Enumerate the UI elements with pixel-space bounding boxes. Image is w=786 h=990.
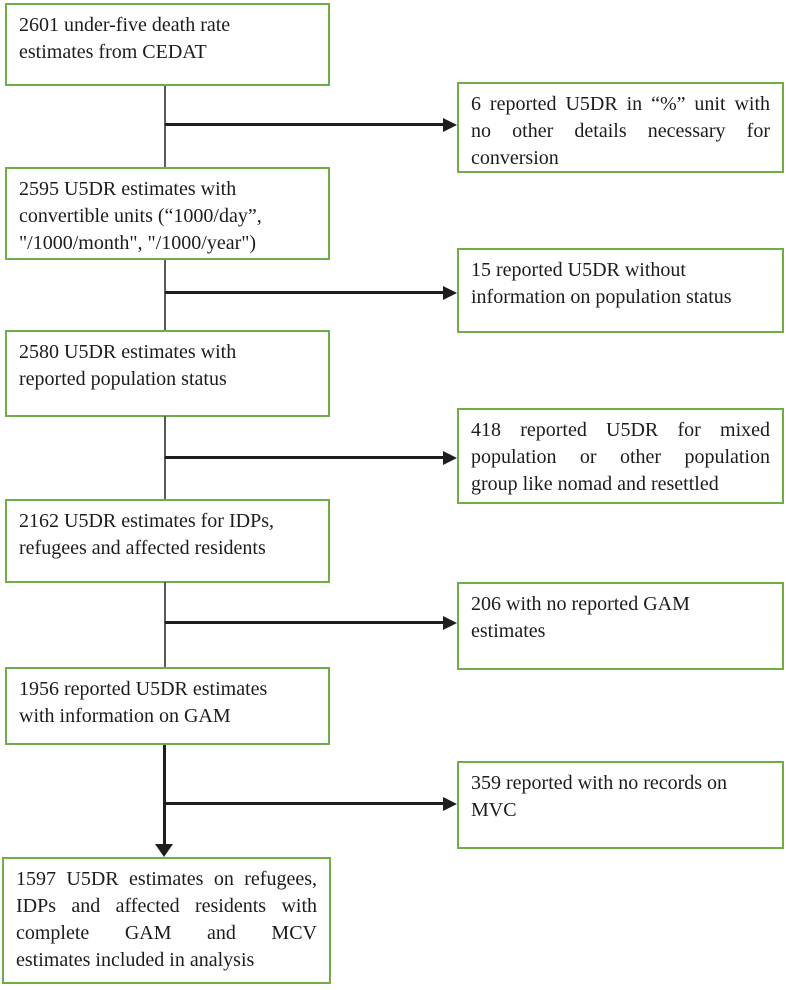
- text-line: refugees and affected residents: [19, 537, 266, 559]
- flow-box-final-analysis: 1597 U5DR estimates on refugees, IDPs an…: [2, 857, 331, 984]
- text-line: 2595 U5DR estimates with: [19, 178, 237, 200]
- connector-segment: [164, 582, 166, 667]
- flow-box-population-status: 2580 U5DR estimates with reported popula…: [5, 330, 330, 417]
- text-line: population or other population: [471, 446, 770, 468]
- text-line: 15 reported U5DR without: [471, 259, 686, 281]
- text-line: reported population status: [19, 368, 227, 390]
- text-line: 1597 U5DR estimates on refugees,: [16, 868, 317, 890]
- exclusion-arrowhead-right-icon: [443, 797, 457, 811]
- text-line: MVC: [471, 799, 517, 821]
- exclusion-arrowhead-right-icon: [443, 118, 457, 132]
- flow-box-cedat-source: 2601 under-five death rate estimates fro…: [5, 3, 330, 86]
- text-line: 6 reported U5DR in “%” unit with: [471, 93, 770, 115]
- text-line: conversion: [471, 147, 559, 169]
- exclusion-box-no-gam: 206 with no reported GAM estimates: [457, 582, 784, 670]
- exclusion-arrow-line: [165, 456, 444, 459]
- text-line: complete GAM and MCV: [16, 922, 317, 944]
- exclusion-box-no-mvc: 359 reported with no records on MVC: [457, 761, 784, 849]
- flow-box-idps-refugees: 2162 U5DR estimates for IDPs, refugees a…: [5, 499, 330, 583]
- exclusion-box-no-population-status: 15 reported U5DR without information on …: [457, 248, 784, 333]
- exclusion-arrowhead-right-icon: [443, 286, 457, 300]
- text-line: information on population status: [471, 286, 732, 308]
- connector-segment: [164, 86, 166, 167]
- exclusion-arrow-line: [165, 123, 444, 126]
- connector-segment: [164, 260, 166, 330]
- final-arrow-line: [163, 745, 166, 846]
- text-line: 206 with no reported GAM: [471, 593, 690, 615]
- flow-box-convertible-units: 2595 U5DR estimates with convertible uni…: [5, 167, 330, 260]
- text-line: 1956 reported U5DR estimates: [19, 678, 268, 700]
- text-line: group like nomad and resettled: [471, 473, 719, 495]
- flow-box-gam-info: 1956 reported U5DR estimates with inform…: [5, 667, 330, 745]
- text-line: estimates: [471, 620, 546, 642]
- text-line: "/1000/month", "/1000/year"): [19, 232, 257, 254]
- text-line: convertible units (“1000/day”,: [19, 205, 262, 227]
- exclusion-arrowhead-right-icon: [443, 616, 457, 630]
- exclusion-arrow-line: [165, 291, 444, 294]
- text-line: no other details necessary for: [471, 120, 770, 142]
- exclusion-arrowhead-right-icon: [443, 451, 457, 465]
- text-line: with information on GAM: [19, 705, 231, 727]
- text-line: 2162 U5DR estimates for IDPs,: [19, 510, 274, 532]
- exclusion-box-mixed-population: 418 reported U5DR for mixed population o…: [457, 408, 784, 504]
- text-line: IDPs and affected residents with: [16, 895, 317, 917]
- exclusion-arrow-line: [165, 621, 444, 624]
- text-line: 418 reported U5DR for mixed: [471, 419, 770, 441]
- text-line: 2601 under-five death rate: [19, 14, 231, 36]
- exclusion-box-percent-unit: 6 reported U5DR in “%” unit with no othe…: [457, 82, 784, 173]
- exclusion-arrow-line: [165, 802, 444, 805]
- text-line: 2580 U5DR estimates with: [19, 341, 237, 363]
- text-line: estimates included in analysis: [16, 949, 255, 971]
- text-line: 359 reported with no records on: [471, 772, 728, 794]
- final-arrowhead-down-icon: [155, 844, 173, 857]
- text-line: estimates from CEDAT: [19, 41, 207, 63]
